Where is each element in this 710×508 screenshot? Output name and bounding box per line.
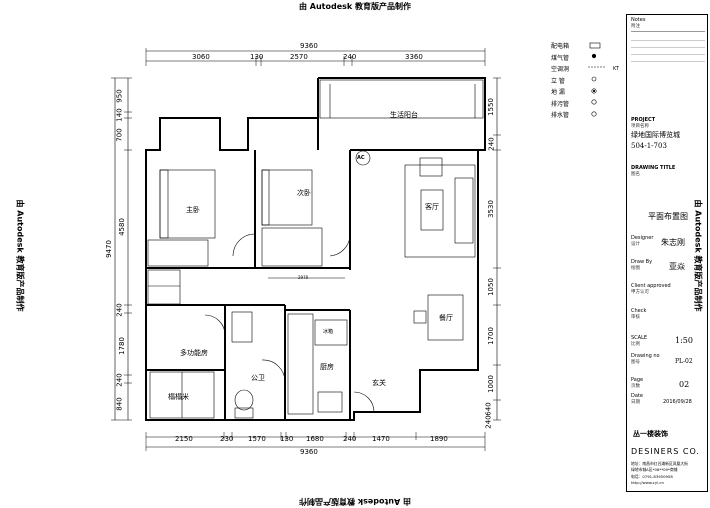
drawing-no-label: Drawing no — [631, 353, 660, 359]
room-tatami: 榻榻米 — [168, 393, 189, 401]
ac-tag: AC — [357, 155, 365, 161]
company-logo-cn: 丛一楼装饰 — [633, 430, 668, 438]
dim-bottom-6: 240 — [343, 435, 357, 443]
notes-label: Notes — [631, 17, 646, 23]
legend-item-distribution-box: 配电箱 — [551, 43, 570, 51]
dim-left-7: 240 — [115, 373, 124, 387]
check-sub: 审核 — [631, 315, 640, 320]
room-second-bedroom: 次卧 — [297, 189, 311, 197]
dim-bottom-total: 9360 — [300, 448, 318, 456]
dim-bottom-2: 230 — [220, 435, 234, 443]
fridge-label: 冰箱 — [323, 329, 334, 335]
company-address: 地址：南昌市红谷滩新区凤凰大街 — [631, 461, 688, 466]
drawing-title: 平面布置图 — [648, 212, 688, 221]
drawing-no-value: PL-02 — [675, 358, 693, 365]
legend-ac-suffix: KT — [613, 65, 619, 72]
drawing-title-sub: 图名 — [631, 172, 640, 177]
dim-left-8: 840 — [115, 397, 124, 411]
dim-right-7: 640 — [484, 402, 493, 416]
dim-bottom-8: 1890 — [430, 435, 448, 443]
dim-left-2: 140 — [115, 108, 124, 122]
dim-top-2: 130 — [250, 53, 264, 61]
project-label: PROJECT — [631, 117, 656, 123]
dim-bottom-5: 1680 — [306, 435, 324, 443]
date-label: Date — [631, 393, 643, 399]
dim-right-2: 240 — [487, 137, 496, 151]
room-multi: 多功能房 — [180, 349, 208, 357]
dim-left-5: 240 — [115, 303, 124, 317]
legend-item-riser: 立 管 — [551, 77, 565, 85]
dim-right-3: 3530 — [486, 200, 495, 218]
dim-bottom-1: 2150 — [175, 435, 193, 443]
dim-right-4: 1050 — [486, 278, 495, 296]
legend-item-drain-pipe: 排水管 — [551, 112, 570, 120]
dim-corridor: 2970 — [298, 275, 309, 280]
dim-bottom-4: 130 — [280, 435, 294, 443]
dim-top-3: 2570 — [290, 53, 308, 61]
notes-area — [631, 31, 705, 82]
legend-item-floor-drain: 地 漏 — [551, 89, 565, 97]
dim-left-6: 1780 — [117, 337, 126, 355]
dim-top-1: 3060 — [192, 53, 210, 61]
scale-label: SCALE — [631, 335, 648, 341]
draw-by-name: 亚焱 — [669, 262, 685, 271]
scale-value: 1:50 — [675, 336, 693, 345]
company-name-en: DESINERS CO. — [631, 447, 700, 456]
project-sub: 项目名称 — [631, 124, 649, 129]
check-label: Check — [631, 308, 647, 314]
client-label: Client approved — [631, 283, 671, 289]
designer-label: Designer — [631, 235, 654, 241]
room-bathroom: 公卫 — [251, 374, 265, 382]
scale-sub: 比例 — [631, 342, 640, 347]
watermark-top: 由 Autodesk 教育版产品制作 — [298, 2, 411, 11]
drawing-no-sub: 图号 — [631, 360, 640, 365]
draw-by-sub: 绘图 — [631, 266, 640, 271]
date-value: 2016/09/28 — [663, 399, 692, 405]
drawing-title-label: DRAWING TITLE — [631, 165, 676, 171]
page-label: Page — [631, 377, 644, 383]
room-balcony: 生活阳台 — [390, 111, 418, 119]
dim-right-5: 1700 — [486, 327, 495, 345]
dim-top-4: 240 — [343, 53, 357, 61]
dim-top-total: 9360 — [300, 42, 318, 50]
room-master-bedroom: 主卧 — [186, 206, 200, 214]
room-entry: 玄关 — [372, 379, 386, 387]
designer-sub: 设计 — [631, 242, 640, 247]
page-sub: 页数 — [631, 384, 640, 389]
page-value: 02 — [679, 380, 690, 389]
dim-left-3: 700 — [115, 128, 124, 142]
dim-bottom-3: 1570 — [248, 435, 266, 443]
company-phone: 电话：0791-83950958 — [631, 474, 673, 479]
date-sub: 日期 — [631, 400, 640, 405]
company-web: http://www.cyl.cn — [631, 480, 664, 485]
dim-top-5: 3360 — [405, 53, 423, 61]
dim-left-1: 950 — [115, 89, 124, 103]
dim-left-total: 9470 — [104, 240, 113, 258]
dim-left-4: 4580 — [117, 218, 126, 236]
room-living: 客厅 — [425, 203, 439, 211]
designer-name: 朱志刚 — [661, 238, 685, 247]
room-dining: 餐厅 — [439, 314, 453, 322]
notes-sub: 附注 — [631, 24, 640, 29]
legend-item-sewage-pipe: 排污管 — [551, 100, 570, 108]
title-block: Notes 附注 PROJECT 项目名称 绿地国际博览城 504-1-703 … — [626, 14, 708, 492]
room-kitchen: 厨房 — [320, 363, 334, 371]
dim-right-6: 1000 — [486, 375, 495, 393]
draw-by-label: Draw By — [631, 259, 653, 265]
company-address-2: 绿地市城A区*08**09*商铺 — [631, 467, 678, 472]
legend-item-gas-pipe: 煤气管 — [551, 54, 570, 62]
dim-bottom-7: 1470 — [372, 435, 390, 443]
dim-right-1: 1550 — [486, 98, 495, 116]
project-name: 绿地国际博览城 — [631, 131, 680, 139]
dim-right-8: 240 — [484, 415, 493, 429]
client-sub: 甲方认可 — [631, 290, 649, 295]
unit-number: 504-1-703 — [631, 142, 667, 150]
